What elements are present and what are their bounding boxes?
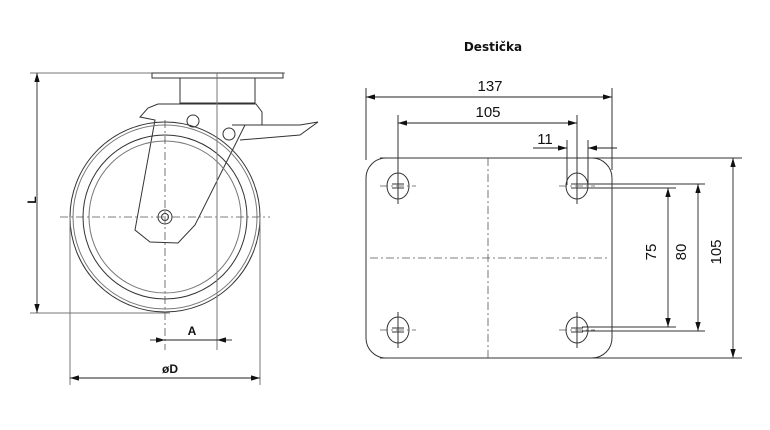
dim-hole-spacing-y-min: 75	[643, 244, 660, 261]
dim-slot-width: 11	[537, 131, 553, 148]
brake-pedal	[232, 121, 319, 141]
plate-title: Destička	[464, 40, 522, 54]
label-diameter: øD	[162, 362, 178, 376]
dim-plate-length: 105	[708, 239, 725, 264]
dim-hole-spacing-y-max: 80	[673, 244, 690, 261]
hole	[380, 312, 416, 348]
brake-pivot	[222, 127, 236, 141]
dim-hole-spacing-x: 105	[475, 104, 500, 121]
pivot-bolt	[186, 114, 200, 128]
caster-side-view: L A øD	[25, 72, 319, 385]
dim-plate-width: 137	[477, 78, 502, 95]
label-A: A	[188, 324, 197, 338]
label-L: L	[25, 196, 39, 203]
plate-view: Destička 137 105 11 75 8	[365, 40, 742, 359]
hole	[559, 312, 595, 348]
fork-leg	[134, 103, 246, 244]
fork-top	[158, 103, 263, 126]
mounting-holes	[380, 168, 595, 348]
